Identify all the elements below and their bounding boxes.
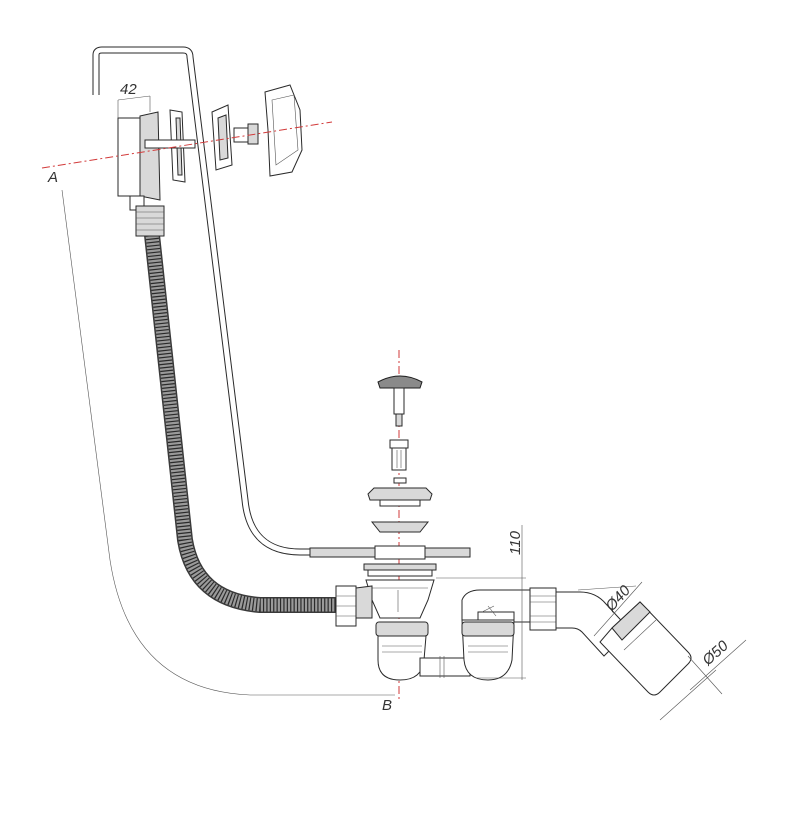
reference-arc-a-b [61,189,395,696]
drain-flange [367,487,433,507]
dimension-d50-label: Ø50 [699,637,733,670]
overflow-tube [92,46,380,556]
stopper-head [377,375,423,389]
corrugated-hose [144,234,345,613]
dimension-42-label: 42 [120,81,137,98]
drain-body [363,563,437,619]
hose-connector [335,585,373,627]
overflow-spindle [144,139,196,149]
overflow-connector [233,123,259,145]
drain-grid [393,477,407,484]
stopper-stem [393,387,405,427]
outlet-pipe-50 [599,601,692,696]
overflow-axis [41,121,333,169]
point-a-label: A [47,169,58,186]
overflow-body [117,111,165,237]
overflow-cap [264,84,303,177]
point-b-label: B [382,697,392,714]
dimension-110: 110 [436,525,526,680]
overflow-flange [211,104,233,171]
drain-gasket-top [370,521,430,533]
outlet-nut [529,587,557,631]
dimension-42: 42 [117,81,151,118]
dimension-110-label: 110 [507,530,524,555]
stopper-sleeve [389,439,409,471]
siphon-trap [375,589,531,681]
bath-plate [309,545,471,560]
